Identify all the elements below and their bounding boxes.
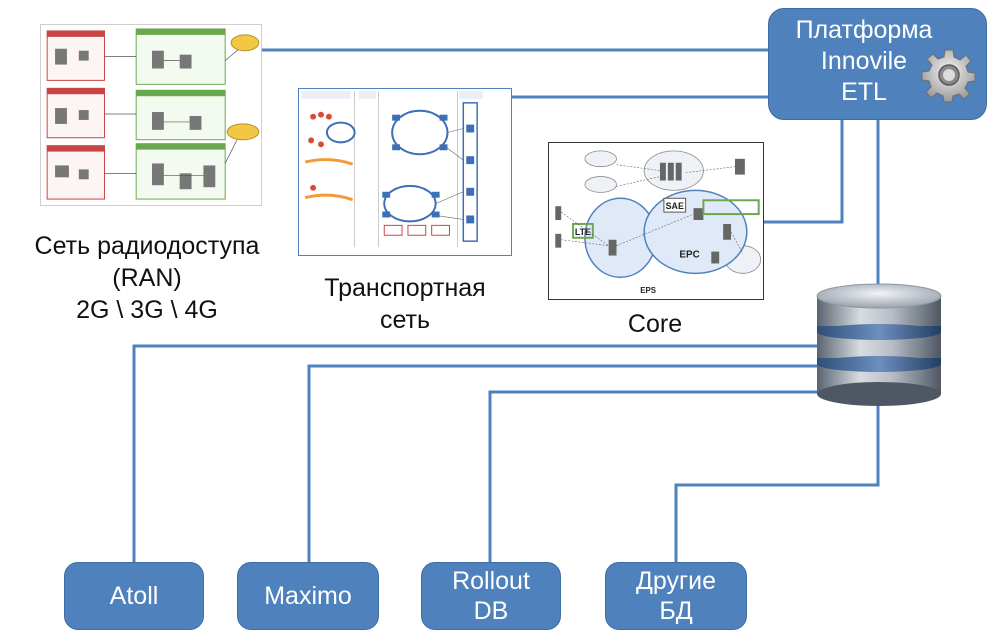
core-label: Core: [627, 310, 683, 338]
maximo-label: Maximo: [264, 582, 352, 610]
core-diagram-thumbnail: SAE LTE EPC EPS: [548, 142, 764, 300]
core-eps-label: EPS: [640, 286, 656, 295]
maximo-box: Maximo: [237, 562, 379, 630]
platform-title: Платформа Innovile ETL: [795, 16, 933, 106]
core-lte-label: LTE: [575, 227, 591, 237]
ran-label: Сеть радиодоступа (RAN) 2G \ 3G \ 4G: [34, 232, 260, 324]
rollout-db-label: Rollout DB: [452, 567, 530, 625]
rollout-db-box: Rollout DB: [421, 562, 561, 630]
ran-diagram-thumbnail: [40, 24, 262, 206]
gear-icon: [921, 49, 976, 103]
transport-diagram-thumbnail: [298, 88, 512, 256]
other-db-label: Другие БД: [635, 567, 717, 625]
platform-etl-box: Платформа Innovile ETL: [768, 8, 987, 120]
transport-label: Транспортная сеть: [324, 274, 486, 334]
atoll-label: Atoll: [109, 582, 159, 610]
core-sae-label: SAE: [666, 201, 684, 211]
core-epc-label: EPC: [679, 250, 699, 261]
atoll-box: Atoll: [64, 562, 204, 630]
other-db-box: Другие БД: [605, 562, 747, 630]
database-icon: [816, 283, 942, 406]
